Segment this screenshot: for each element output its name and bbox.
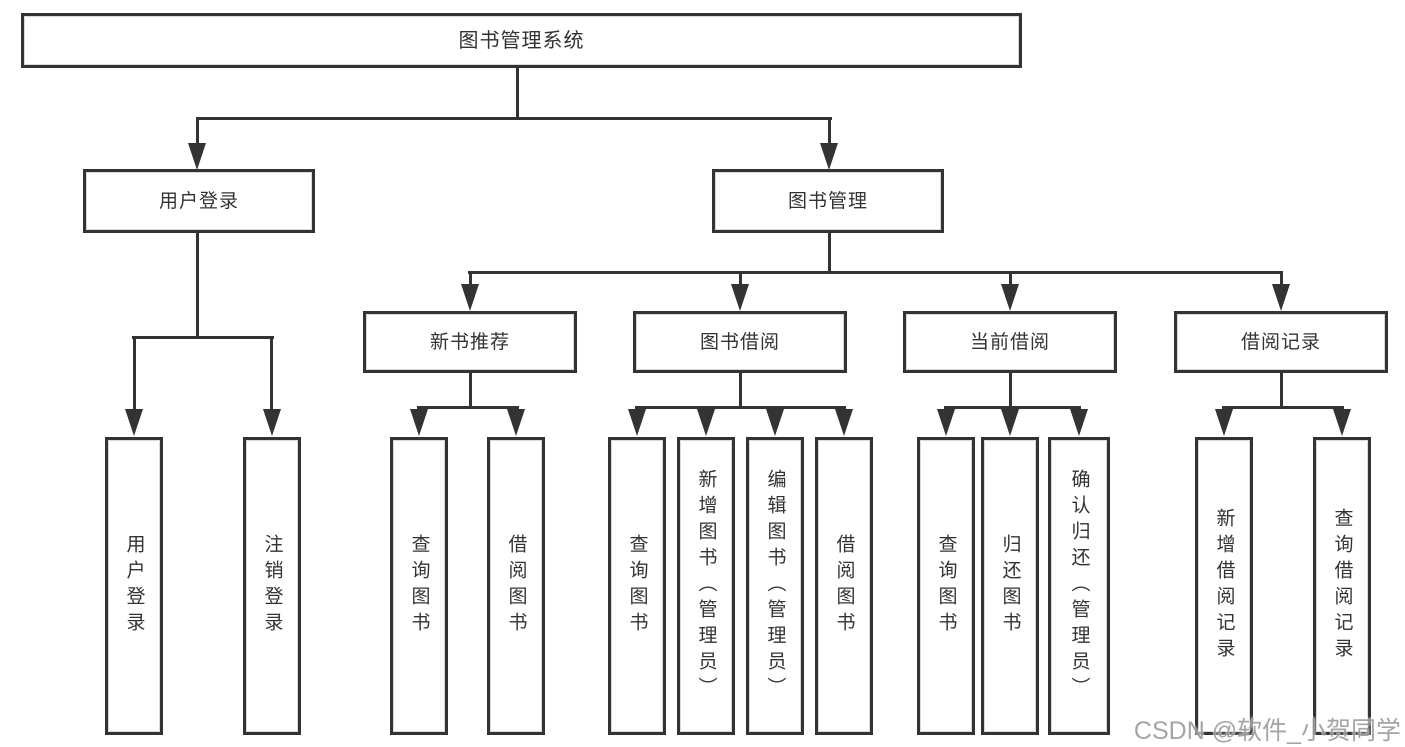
leaf-label: 查询图书 xyxy=(626,534,648,638)
leaf-label: 新增图书（管理员） xyxy=(695,469,717,703)
arrowhead-down-icon xyxy=(731,284,749,311)
arrowhead-down-icon xyxy=(1272,284,1290,311)
connector-user-login-rail xyxy=(132,336,274,339)
connector-stem xyxy=(196,117,199,145)
node-label: 当前借阅 xyxy=(969,331,1050,353)
leaf-query-borrow-record: 查询借阅记录 xyxy=(1313,437,1371,735)
node-new-book-recommendation: 新书推荐 xyxy=(363,311,577,373)
node-label: 图书借阅 xyxy=(699,331,780,353)
leaf-label: 查询图书 xyxy=(935,534,957,638)
node-user-login: 用户登录 xyxy=(83,169,315,233)
connector-stem xyxy=(469,271,472,285)
leaf-label: 注销登录 xyxy=(261,534,283,638)
leaf-user-login: 用户登录 xyxy=(105,437,163,735)
connector-stem xyxy=(469,373,472,408)
connector-level2-rail xyxy=(196,117,832,120)
leaf-label: 查询图书 xyxy=(408,534,430,638)
connector-stem xyxy=(1009,271,1012,285)
leaf-label: 新增借阅记录 xyxy=(1213,508,1235,664)
leaf-logout: 注销登录 xyxy=(243,437,301,735)
leaf-add-borrow-record: 新增借阅记录 xyxy=(1195,437,1253,735)
arrowhead-down-icon xyxy=(1333,409,1351,436)
node-borrowing-records: 借阅记录 xyxy=(1174,311,1388,373)
leaf-label: 查询借阅记录 xyxy=(1331,508,1353,664)
leaf-query-books: 查询图书 xyxy=(608,437,666,735)
connector-stem xyxy=(828,117,831,145)
connector-stem xyxy=(133,336,136,411)
csdn-watermark: CSDN @软件_小贺同学 xyxy=(1133,717,1401,745)
node-book-borrowing: 图书借阅 xyxy=(633,311,847,373)
arrowhead-down-icon xyxy=(628,409,646,436)
connector-rail xyxy=(417,406,519,409)
leaf-return-books: 归还图书 xyxy=(981,437,1039,735)
leaf-label: 借阅图书 xyxy=(833,534,855,638)
node-book-management: 图书管理 xyxy=(712,169,944,233)
arrowhead-down-icon xyxy=(125,409,143,436)
connector-stem xyxy=(270,336,273,411)
leaf-add-book-admin: 新增图书（管理员） xyxy=(677,437,735,735)
connector-rail xyxy=(944,406,1081,409)
arrowhead-down-icon xyxy=(937,409,955,436)
connector-rail xyxy=(635,406,846,409)
leaf-borrow-books: 借阅图书 xyxy=(815,437,873,735)
arrowhead-down-icon xyxy=(1070,409,1088,436)
node-current-borrowing: 当前借阅 xyxy=(903,311,1117,373)
node-label: 借阅记录 xyxy=(1240,331,1321,353)
arrowhead-down-icon xyxy=(410,409,428,436)
leaf-label: 归还图书 xyxy=(999,534,1021,638)
node-label: 图书管理 xyxy=(787,190,868,212)
connector-stem xyxy=(1009,373,1012,408)
leaf-label: 确认归还（管理员） xyxy=(1068,469,1090,703)
connector-stem xyxy=(739,373,742,408)
leaf-query-books: 查询图书 xyxy=(390,437,448,735)
node-label: 图书管理系统 xyxy=(458,29,585,52)
leaf-query-books: 查询图书 xyxy=(917,437,975,735)
arrowhead-down-icon xyxy=(507,409,525,436)
connector-stem xyxy=(739,271,742,285)
arrowhead-down-icon xyxy=(263,409,281,436)
arrowhead-down-icon xyxy=(461,284,479,311)
connector-stem xyxy=(1280,271,1283,285)
leaf-label: 编辑图书（管理员） xyxy=(764,469,786,703)
connector-rail xyxy=(1222,406,1344,409)
leaf-label: 借阅图书 xyxy=(505,534,527,638)
node-root-system: 图书管理系统 xyxy=(21,13,1022,68)
connector-level3-rail xyxy=(468,271,1283,274)
arrowhead-down-icon xyxy=(766,409,784,436)
leaf-edit-book-admin: 编辑图书（管理员） xyxy=(746,437,804,735)
leaf-label: 用户登录 xyxy=(123,534,145,638)
node-label: 用户登录 xyxy=(158,190,239,212)
arrowhead-down-icon xyxy=(1001,284,1019,311)
arrowhead-down-icon xyxy=(697,409,715,436)
arrowhead-down-icon xyxy=(188,143,206,170)
leaf-borrow-books: 借阅图书 xyxy=(487,437,545,735)
connector-root-stem xyxy=(516,68,519,119)
node-label: 新书推荐 xyxy=(429,331,510,353)
connector-user-login-stem xyxy=(196,233,199,338)
leaf-confirm-return-admin: 确认归还（管理员） xyxy=(1048,437,1110,735)
arrowhead-down-icon xyxy=(835,409,853,436)
connector-book-mgmt-stem xyxy=(828,233,831,273)
arrowhead-down-icon xyxy=(820,143,838,170)
connector-stem xyxy=(1280,373,1283,408)
arrowhead-down-icon xyxy=(1001,409,1019,436)
arrowhead-down-icon xyxy=(1215,409,1233,436)
